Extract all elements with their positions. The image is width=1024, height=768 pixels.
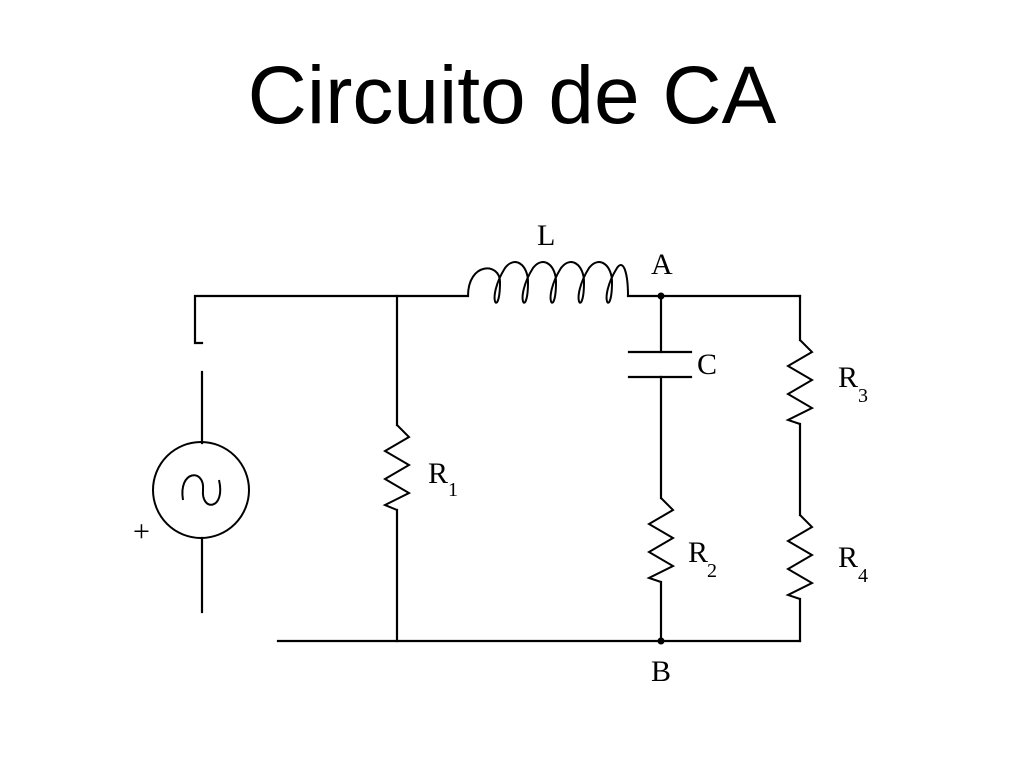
resistor-r2 <box>646 497 676 583</box>
r4-subscript: 4 <box>858 565 868 587</box>
node-a-label: A <box>651 248 673 281</box>
r3-subscript: 3 <box>858 385 868 407</box>
inductor-l <box>467 261 629 304</box>
ac-source-circle <box>152 441 250 539</box>
node-b-label: B <box>651 655 671 688</box>
resistor-r1 <box>382 424 412 511</box>
r4-label: R 4 <box>838 541 868 587</box>
r1-letter: R <box>428 457 448 490</box>
r2-letter: R <box>688 536 708 569</box>
inductor-label: L <box>537 219 555 252</box>
node-a-dot <box>657 292 665 300</box>
slide-title: Circuito de CA <box>247 50 777 141</box>
r4-letter: R <box>838 541 858 574</box>
sine-wave-icon <box>181 474 222 506</box>
ac-source <box>152 441 250 539</box>
r2-subscript: 2 <box>707 560 717 582</box>
resistor-r4 <box>785 514 815 600</box>
r3-label: R 3 <box>838 361 868 407</box>
r1-subscript: 1 <box>448 479 458 501</box>
r2-label: R 2 <box>688 536 717 582</box>
wires <box>193 294 802 643</box>
node-b-dot <box>657 637 665 645</box>
top-wire-left <box>193 294 470 345</box>
plus-sign: + <box>133 515 150 548</box>
capacitor-label: C <box>697 348 717 381</box>
resistor-r3 <box>785 339 815 425</box>
r3-letter: R <box>838 361 858 394</box>
r1-label: R 1 <box>428 457 458 501</box>
capacitor-c <box>627 350 693 379</box>
